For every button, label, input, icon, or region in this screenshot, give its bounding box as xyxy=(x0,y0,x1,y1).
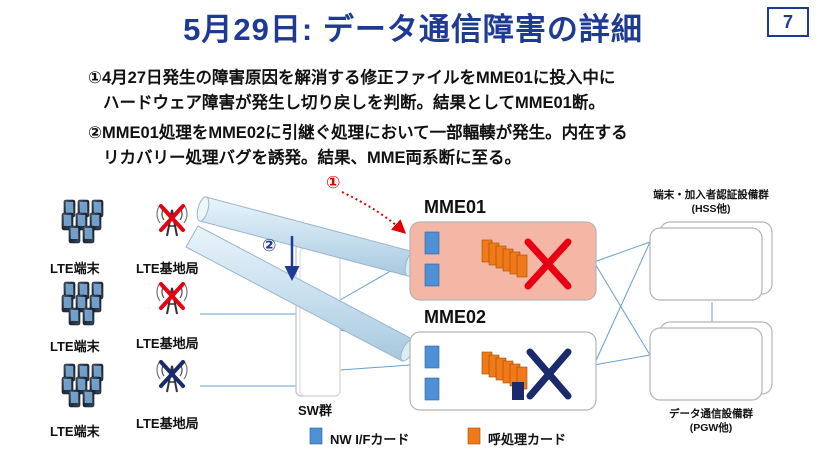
page-title: 5月29日: データ通信障害の詳細 xyxy=(183,12,643,47)
bullet-1-line-2: ハードウェア障害が発生し切り戻しを判断。結果としてMME01断。 xyxy=(103,94,605,112)
mme01-nw-card-2 xyxy=(424,263,440,287)
mme02-failure-x-icon xyxy=(526,348,572,400)
pgw-label-line-1: データ通信設備群 xyxy=(669,408,753,420)
bullet-2-line-1: ②MME01処理をMME02に引継ぐ処理において一部輻輳が発生。内在する xyxy=(88,124,628,142)
legend-nw-card-label: NW I/Fカード xyxy=(330,432,410,447)
base-station-label-2: LTE基地局 xyxy=(136,336,199,351)
mme02-nw-card-1 xyxy=(424,345,440,369)
base-station-3-x-icon xyxy=(159,360,185,388)
lte-terminal-label-1: LTE端末 xyxy=(50,261,100,276)
marker-2: ② xyxy=(262,236,277,255)
lte-terminal-group-1 xyxy=(62,200,103,243)
bullet-2-line-2: リカバリー処理バグを誘発。結果、MME両系断に至る。 xyxy=(103,149,521,167)
pgw-box xyxy=(649,321,773,401)
base-station-1-x-icon xyxy=(159,204,185,232)
mme01-failure-x-icon xyxy=(524,238,572,290)
mme01-nw-card-1 xyxy=(424,231,440,255)
mme02-dark-card xyxy=(512,382,524,400)
legend-call-card-icon xyxy=(467,427,481,445)
hss-label-line-2: (HSS他) xyxy=(691,203,731,215)
marker-1: ① xyxy=(326,173,341,192)
sw-group-label: SW群 xyxy=(298,403,332,418)
pgw-label-line-2: (PGW他) xyxy=(689,422,733,434)
link-pipe-mme01 xyxy=(196,196,418,277)
hss-label-line-1: 端末・加入者認証設備群 xyxy=(653,189,769,201)
lte-terminal-group-3 xyxy=(62,364,103,407)
lte-terminal-label-2: LTE端末 xyxy=(50,339,100,354)
lte-terminal-group-2 xyxy=(62,282,103,325)
hss-box xyxy=(649,221,773,301)
legend-call-card-label: 呼処理カード xyxy=(488,432,567,447)
legend-nw-card-icon xyxy=(309,427,323,445)
connection-lines xyxy=(200,241,713,387)
mme02-label: MME02 xyxy=(424,307,487,327)
base-station-label-3: LTE基地局 xyxy=(136,416,199,431)
failure-1-arrow xyxy=(341,191,407,234)
page-number: 7 xyxy=(767,7,809,37)
lte-terminal-label-3: LTE端末 xyxy=(50,424,100,439)
mme02-nw-card-2 xyxy=(424,377,440,401)
base-station-label-1: LTE基地局 xyxy=(136,261,199,276)
mme01-label: MME01 xyxy=(424,197,487,217)
bullet-1-line-1: ①4月27日発生の障害原因を解消する修正ファイルをMME01に投入中に xyxy=(88,69,616,87)
base-station-2-x-icon xyxy=(159,282,185,310)
